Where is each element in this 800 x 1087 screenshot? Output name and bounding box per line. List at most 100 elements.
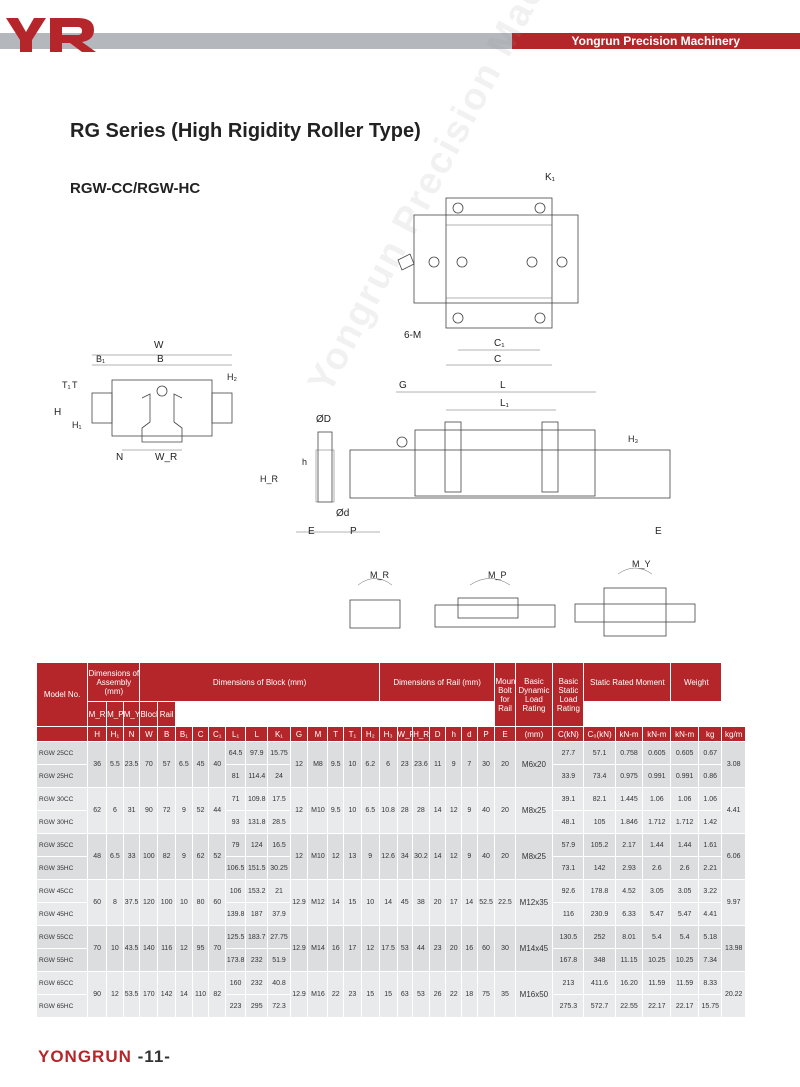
table-cell: 3.05 — [642, 879, 672, 903]
th-col-5: B₁ — [175, 726, 193, 742]
table-cell: 14 — [175, 971, 193, 1018]
table-cell: 4.41 — [721, 787, 746, 834]
table-cell: 9.5 — [327, 787, 344, 834]
dim-od: ØD — [316, 414, 331, 425]
table-cell: 80 — [191, 879, 210, 926]
table-cell: 12 — [289, 741, 309, 788]
table-cell: 1.06 — [698, 787, 723, 811]
table-cell: 34 — [396, 833, 414, 880]
table-cell: 4.41 — [698, 902, 723, 926]
table-cell: 12 — [289, 833, 309, 880]
table-cell: 124 — [245, 833, 269, 857]
table-cell: 12 — [175, 925, 193, 972]
table-cell: 20.22 — [721, 971, 746, 1018]
technical-drawing: W B₁ B H₂ T₁ T H H₁ N W_R K₁ 6-M C₁ C — [54, 172, 696, 637]
table-cell: 92.6 — [552, 879, 585, 903]
table-cell: 26 — [428, 971, 447, 1018]
table-cell: 60 — [87, 879, 108, 926]
table-cell: 12.9 — [289, 925, 309, 972]
table-cell: 173.8 — [225, 948, 247, 972]
th-col-31: kg/m — [721, 726, 746, 742]
table-cell: 11.59 — [642, 971, 672, 995]
table-cell: 28.5 — [267, 810, 291, 834]
table-cell: 15 — [378, 971, 398, 1018]
dim-h1: H₁ — [72, 420, 82, 430]
table-cell: 53.5 — [122, 971, 141, 1018]
table-cell: 0.991 — [642, 764, 672, 788]
table-cell: 3.08 — [721, 741, 746, 788]
table-cell: M6x20 — [514, 741, 554, 788]
table-cell: 1.712 — [670, 810, 700, 834]
table-cell: 23.5 — [122, 741, 141, 788]
th-col-11: G — [289, 726, 309, 742]
table-cell: 40 — [476, 787, 496, 834]
table-cell: 572.7 — [583, 994, 616, 1018]
table-cell: 187 — [245, 902, 269, 926]
table-cell: 82 — [157, 833, 177, 880]
footer-page-number: -11- — [137, 1047, 171, 1066]
table-cell: 17 — [445, 879, 463, 926]
table-cell: 17 — [343, 925, 362, 972]
table-cell: 15.75 — [267, 741, 291, 765]
table-cell: 30 — [494, 925, 516, 972]
table-cell: 52 — [191, 787, 210, 834]
th-col-4: B — [157, 726, 177, 742]
table-cell: 82.1 — [583, 787, 616, 811]
table-cell: 31 — [122, 787, 141, 834]
table-cell: RGW 35HC — [35, 856, 89, 880]
table-cell: 37.9 — [267, 902, 291, 926]
table-cell: 13 — [343, 833, 362, 880]
table-cell: 140 — [139, 925, 159, 972]
table-cell: 153.2 — [245, 879, 269, 903]
table-cell: 12 — [360, 925, 380, 972]
table-cell: M12 — [307, 879, 329, 926]
table-cell: 70 — [208, 925, 227, 972]
table-cell: 2.93 — [614, 856, 644, 880]
table-cell: 6.5 — [106, 833, 124, 880]
table-cell: 14 — [378, 879, 398, 926]
table-cell: 5.18 — [698, 925, 723, 949]
dim-c: C — [494, 354, 501, 365]
dim-wr: W_R — [155, 452, 177, 463]
table-cell: 20 — [445, 925, 463, 972]
th-unit-my: kN-m — [670, 726, 700, 742]
table-cell: 9 — [175, 787, 193, 834]
dim-b1: B₁ — [96, 354, 105, 364]
label-mr: M_R — [370, 570, 390, 580]
spec-table: Model No. Dimensions of Assembly (mm) Di… — [35, 662, 746, 1018]
th-mp: M_P — [106, 701, 124, 727]
table-cell: 1.712 — [642, 810, 672, 834]
table-cell: 22 — [327, 971, 344, 1018]
table-cell: 10.8 — [378, 787, 398, 834]
dim-l: L — [500, 380, 506, 391]
table-cell: 44 — [208, 787, 227, 834]
table-cell: 275.3 — [552, 994, 585, 1018]
table-cell: 12 — [327, 833, 344, 880]
label-mp: M_P — [488, 570, 507, 580]
table-cell: RGW 30CC — [35, 787, 89, 811]
table-cell: 6.06 — [721, 833, 746, 880]
th-col-2: N — [122, 726, 141, 742]
table-cell: 116 — [157, 925, 177, 972]
table-cell: 0.605 — [642, 741, 672, 765]
table-cell: 139.8 — [225, 902, 247, 926]
table-cell: 142 — [157, 971, 177, 1018]
th-block-w: Block — [139, 701, 159, 727]
table-cell: 120 — [139, 879, 159, 926]
table-cell: 230.9 — [583, 902, 616, 926]
th-col-14: T₁ — [343, 726, 362, 742]
table-cell: 1.06 — [670, 787, 700, 811]
th-weight: Weight — [670, 662, 723, 702]
th-col-13: T — [327, 726, 344, 742]
table-cell: 20 — [428, 879, 447, 926]
table-cell: 60 — [476, 925, 496, 972]
table-cell: 70 — [87, 925, 108, 972]
th-my: M_Y — [122, 701, 141, 727]
table-cell: 213 — [552, 971, 585, 995]
table-cell: 81 — [225, 764, 247, 788]
table-cell: 223 — [225, 994, 247, 1018]
table-cell: 2.6 — [670, 856, 700, 880]
table-cell: 160 — [225, 971, 247, 995]
